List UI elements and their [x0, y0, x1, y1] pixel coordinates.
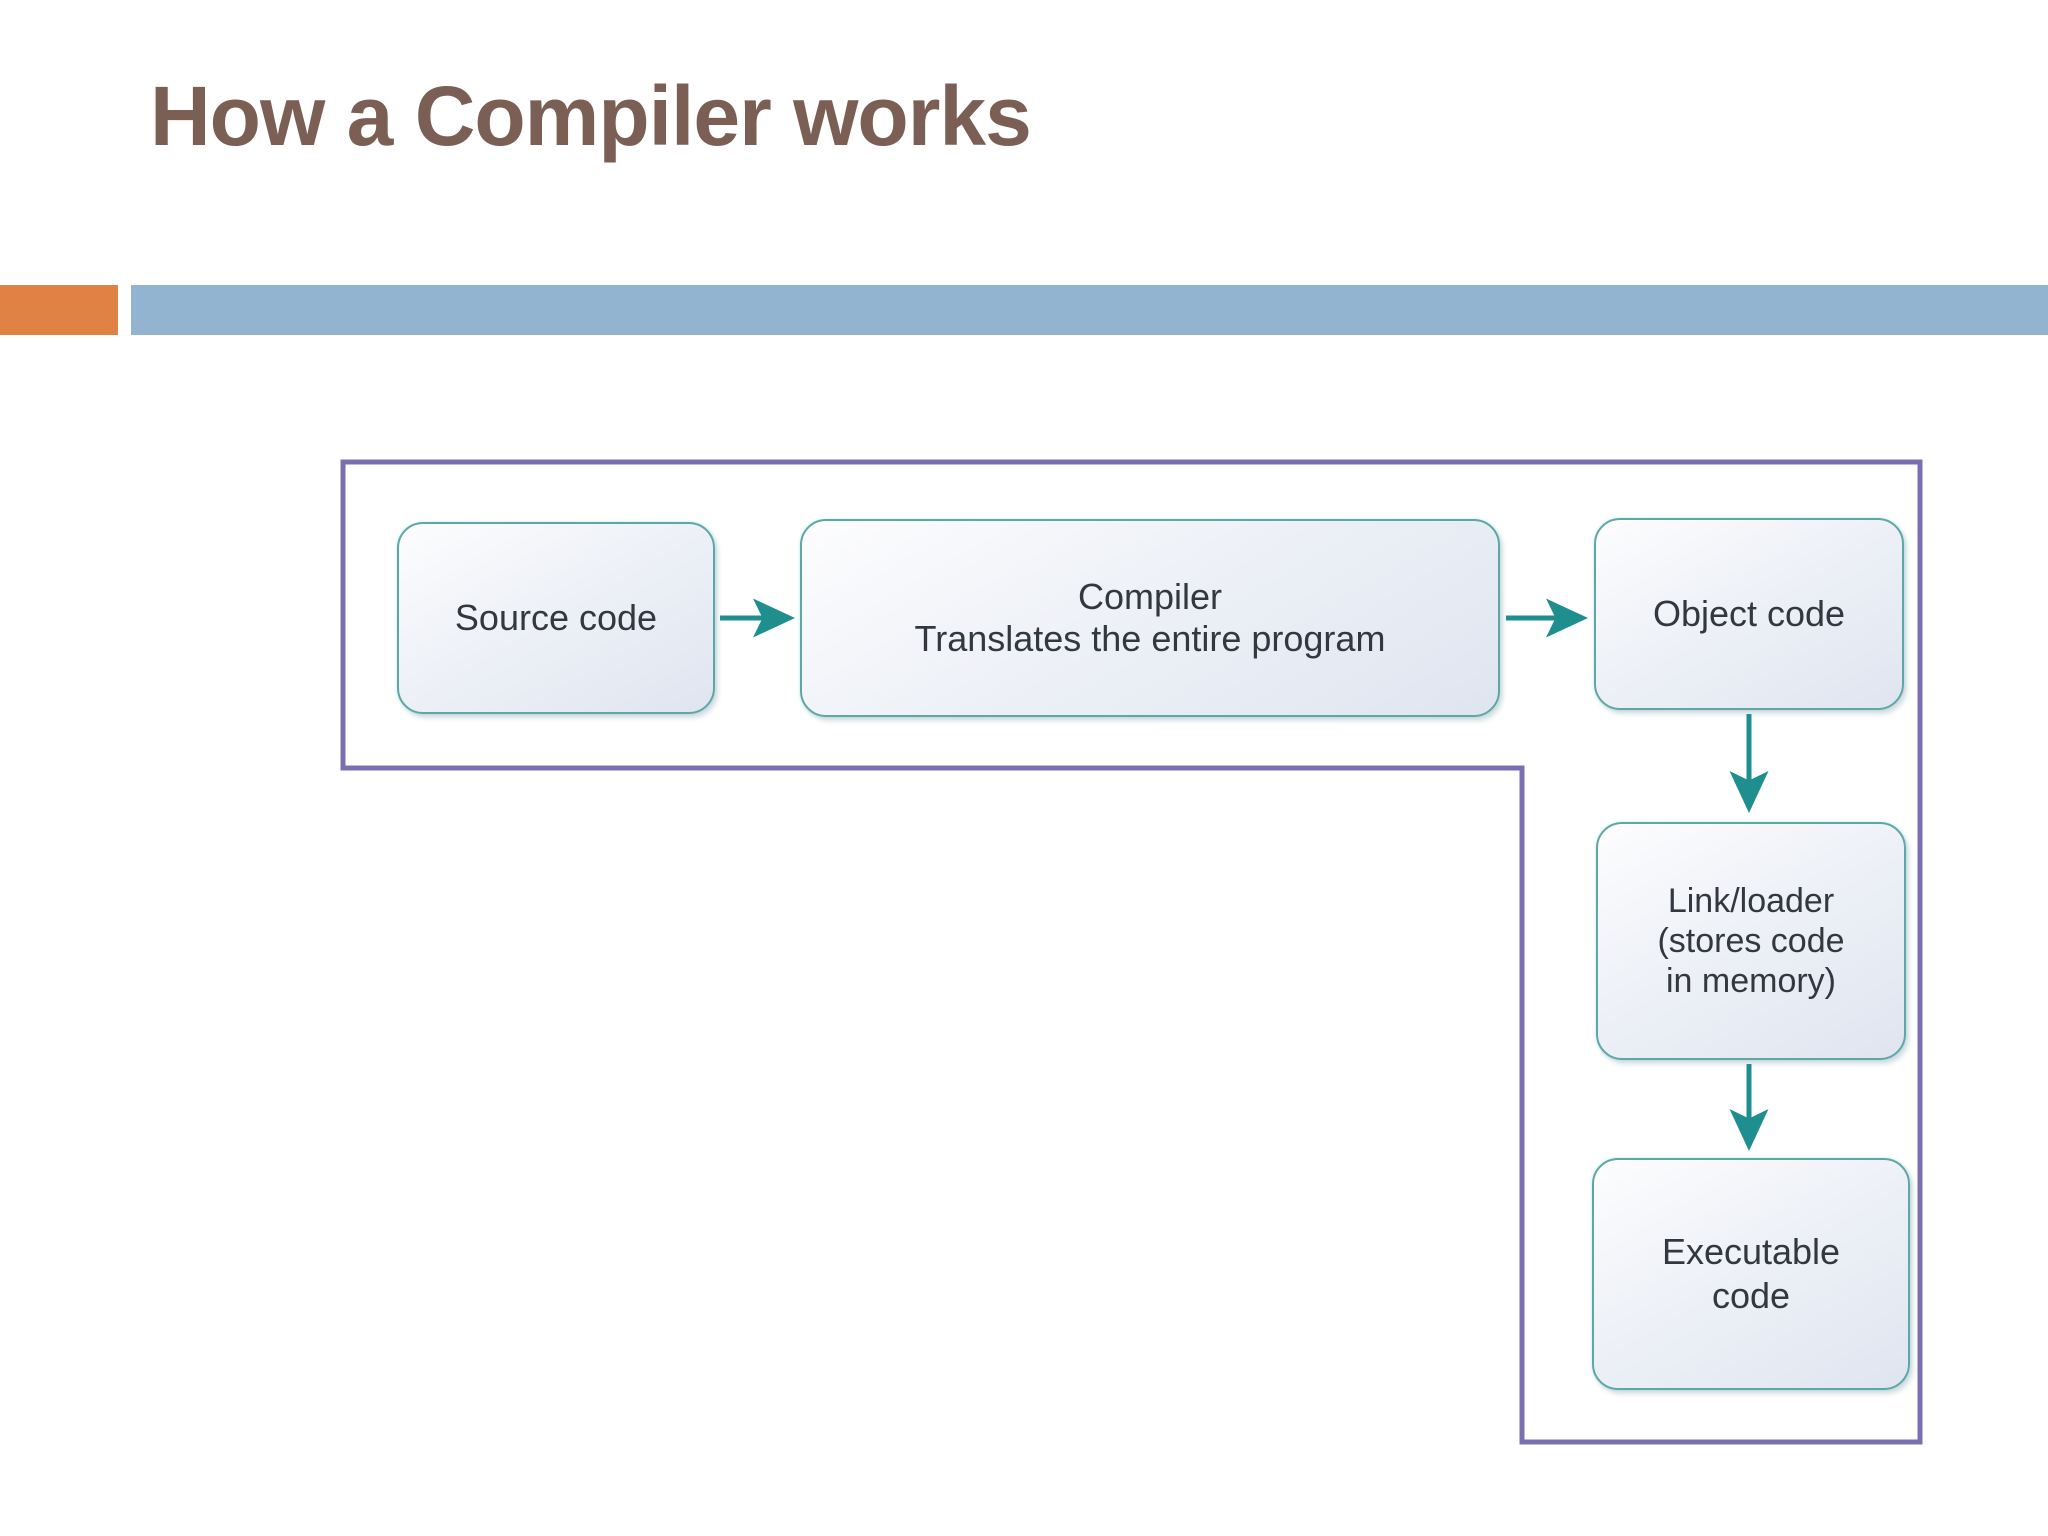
- title-accent-rule: [0, 285, 2048, 335]
- flowchart-node-object-code[interactable]: Object code: [1594, 518, 1904, 710]
- group-outline-path: [340, 459, 1923, 1445]
- flowchart-node-link-loader[interactable]: Link/loader (stores code in memory): [1596, 822, 1906, 1060]
- flowchart-node-link-loader-label: Link/loader (stores code in memory): [1657, 881, 1845, 1001]
- flowchart-node-compiler-label: Compiler Translates the entire program: [914, 575, 1386, 659]
- flowchart-node-object-code-label: Object code: [1652, 592, 1846, 634]
- flowchart-node-source-code-label: Source code: [454, 596, 658, 638]
- flowchart-node-source-code[interactable]: Source code: [397, 522, 715, 714]
- page-title: How a Compiler works: [150, 69, 1032, 163]
- accent-bar-orange: [0, 285, 118, 335]
- flowchart-node-compiler[interactable]: Compiler Translates the entire program: [800, 519, 1500, 717]
- flowchart-node-executable-code-label: Executable code: [1661, 1231, 1841, 1316]
- accent-bar-blue: [131, 285, 2048, 335]
- flowchart-node-executable-code[interactable]: Executable code: [1592, 1158, 1910, 1390]
